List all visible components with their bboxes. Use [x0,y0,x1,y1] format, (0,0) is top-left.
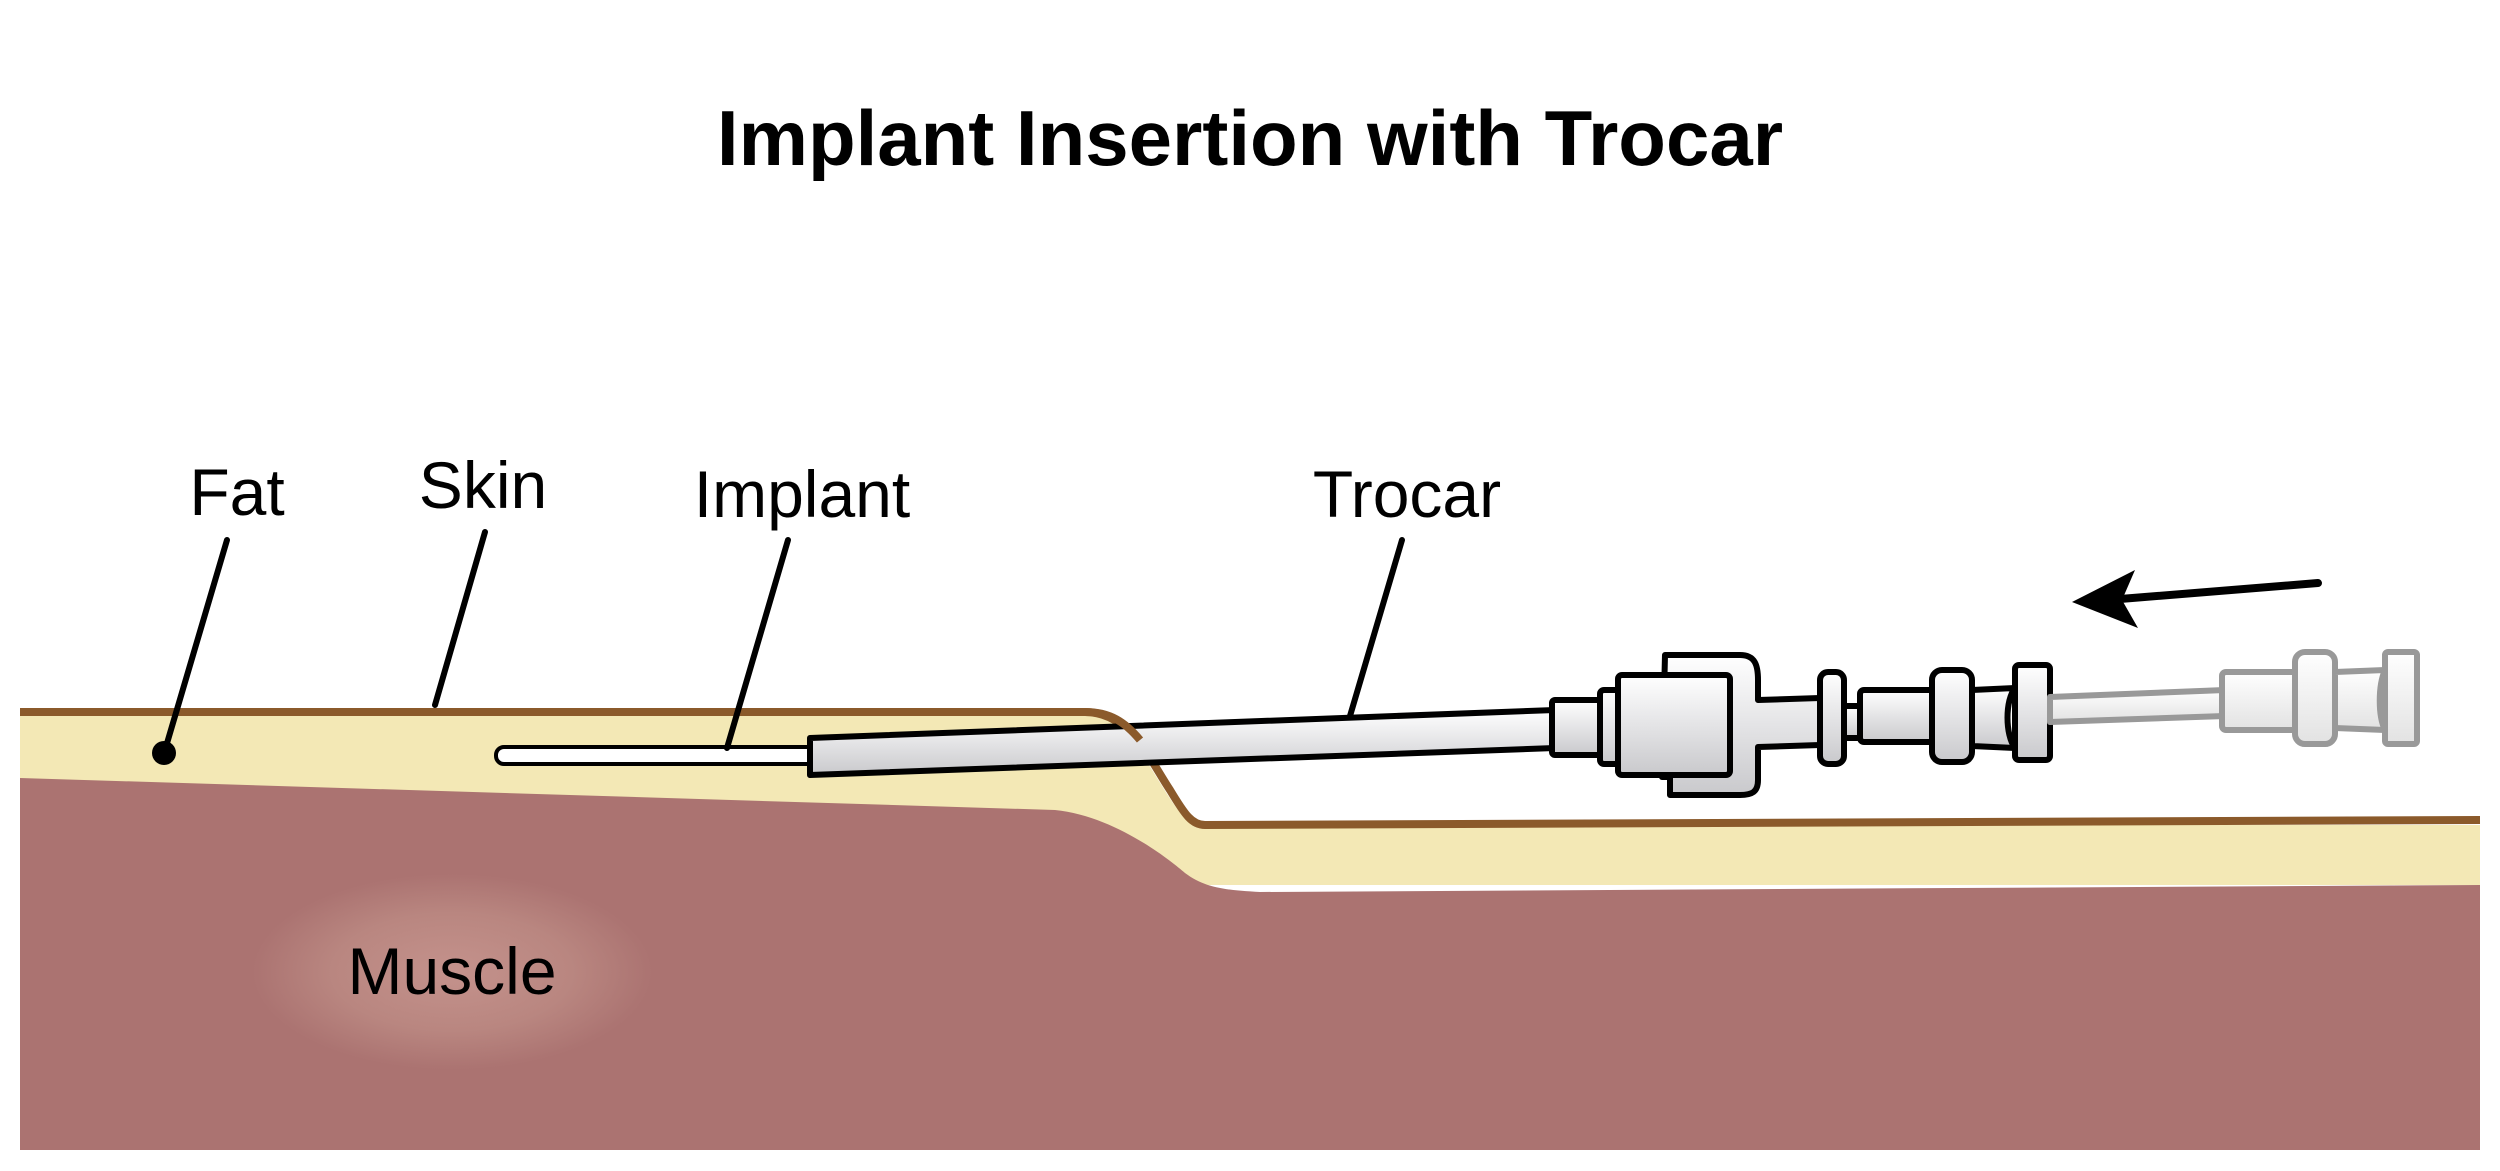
diagram-title: Implant Insertion with Trocar [717,94,1783,182]
skin-label: Skin [419,448,547,522]
implant [494,745,823,766]
direction-arrow [2072,570,2322,628]
fat-leader-line [162,537,230,753]
skin-leader-line [432,529,488,708]
trocar-hub [1549,652,2053,798]
trocar-label: Trocar [1313,457,1501,531]
muscle-label: Muscle [347,934,556,1008]
skin-fold [1084,708,1144,743]
muscle-highlight [252,874,652,1070]
muscle-layer [20,778,2480,1150]
trocar-leader-line [1347,537,1405,719]
fat-marker-dot [152,741,176,765]
implant-label: Implant [694,457,910,531]
fat-label: Fat [189,455,284,529]
trocar-ghost [2047,649,2420,747]
implant-leader-line [724,537,791,751]
